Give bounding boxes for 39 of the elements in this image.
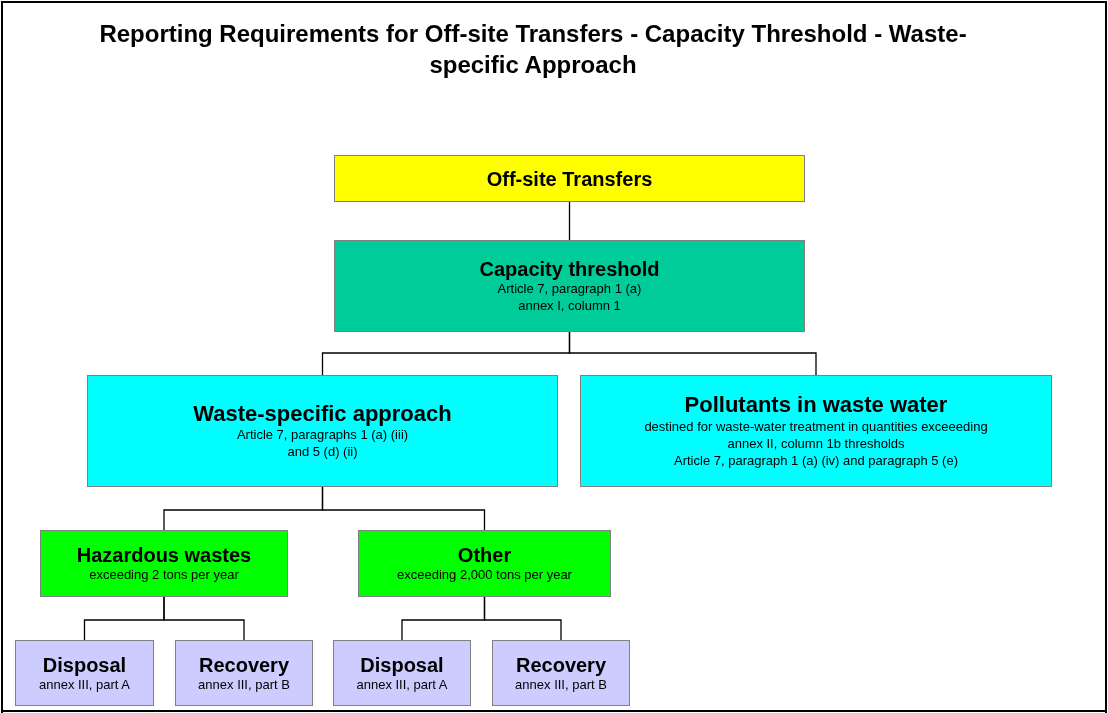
- box-note: Article 7, paragraph 1 (a) (iv) and paragraph 5 (e): [674, 452, 958, 470]
- box-note: destined for waste-water treatment in quantities exceeeding: [644, 418, 988, 436]
- box-note: Article 7, paragraphs 1 (a) (iii): [236, 427, 409, 445]
- category-box: [333, 640, 471, 706]
- category-box: [580, 375, 1052, 487]
- box-heading: Other: [457, 543, 512, 568]
- box-heading: Waste-specific approach: [193, 400, 452, 428]
- category-box: [175, 640, 313, 706]
- category-box: [40, 530, 288, 597]
- box-note: annex III, part A: [356, 676, 448, 694]
- category-box: [492, 640, 630, 706]
- connector-line: [483, 596, 562, 641]
- box-note: annex III, part A: [38, 676, 131, 694]
- category-box: [15, 640, 154, 706]
- category-box: [334, 155, 805, 202]
- box-heading: Recovery: [515, 652, 607, 677]
- box-note: annex II, column 1b thresholds: [727, 435, 905, 453]
- box-note: Article 7, paragraph 1 (a): [497, 281, 642, 298]
- box-heading: Disposal: [360, 652, 444, 677]
- connector-line: [568, 201, 571, 241]
- diagram-title: Reporting Requirements for Off-site Transfers - Capacity Threshold - Waste-specific Approach: [98, 19, 968, 81]
- connector-line: [163, 596, 245, 641]
- box-note: exceeding 2,000 tons per year: [397, 567, 572, 584]
- box-note: and 5 (d) (ii): [287, 444, 358, 462]
- category-box: [87, 375, 558, 487]
- connector-line: [321, 486, 486, 531]
- connector-line: [568, 331, 817, 376]
- box-heading: Hazardous wastes: [76, 543, 252, 568]
- box-heading: Recovery: [198, 652, 290, 677]
- category-box: [334, 240, 805, 332]
- category-box: [358, 530, 611, 597]
- box-heading: Pollutants in waste water: [684, 392, 948, 419]
- box-note: annex I, column 1: [518, 298, 621, 315]
- box-note: annex III, part B: [515, 676, 607, 694]
- box-note: exceeding 2 tons per year: [89, 567, 239, 584]
- box-note: annex III, part B: [198, 676, 290, 694]
- box-heading: Disposal: [42, 652, 127, 677]
- box-heading: Capacity threshold: [479, 257, 660, 282]
- box-heading: Off-site Transfers: [486, 166, 653, 191]
